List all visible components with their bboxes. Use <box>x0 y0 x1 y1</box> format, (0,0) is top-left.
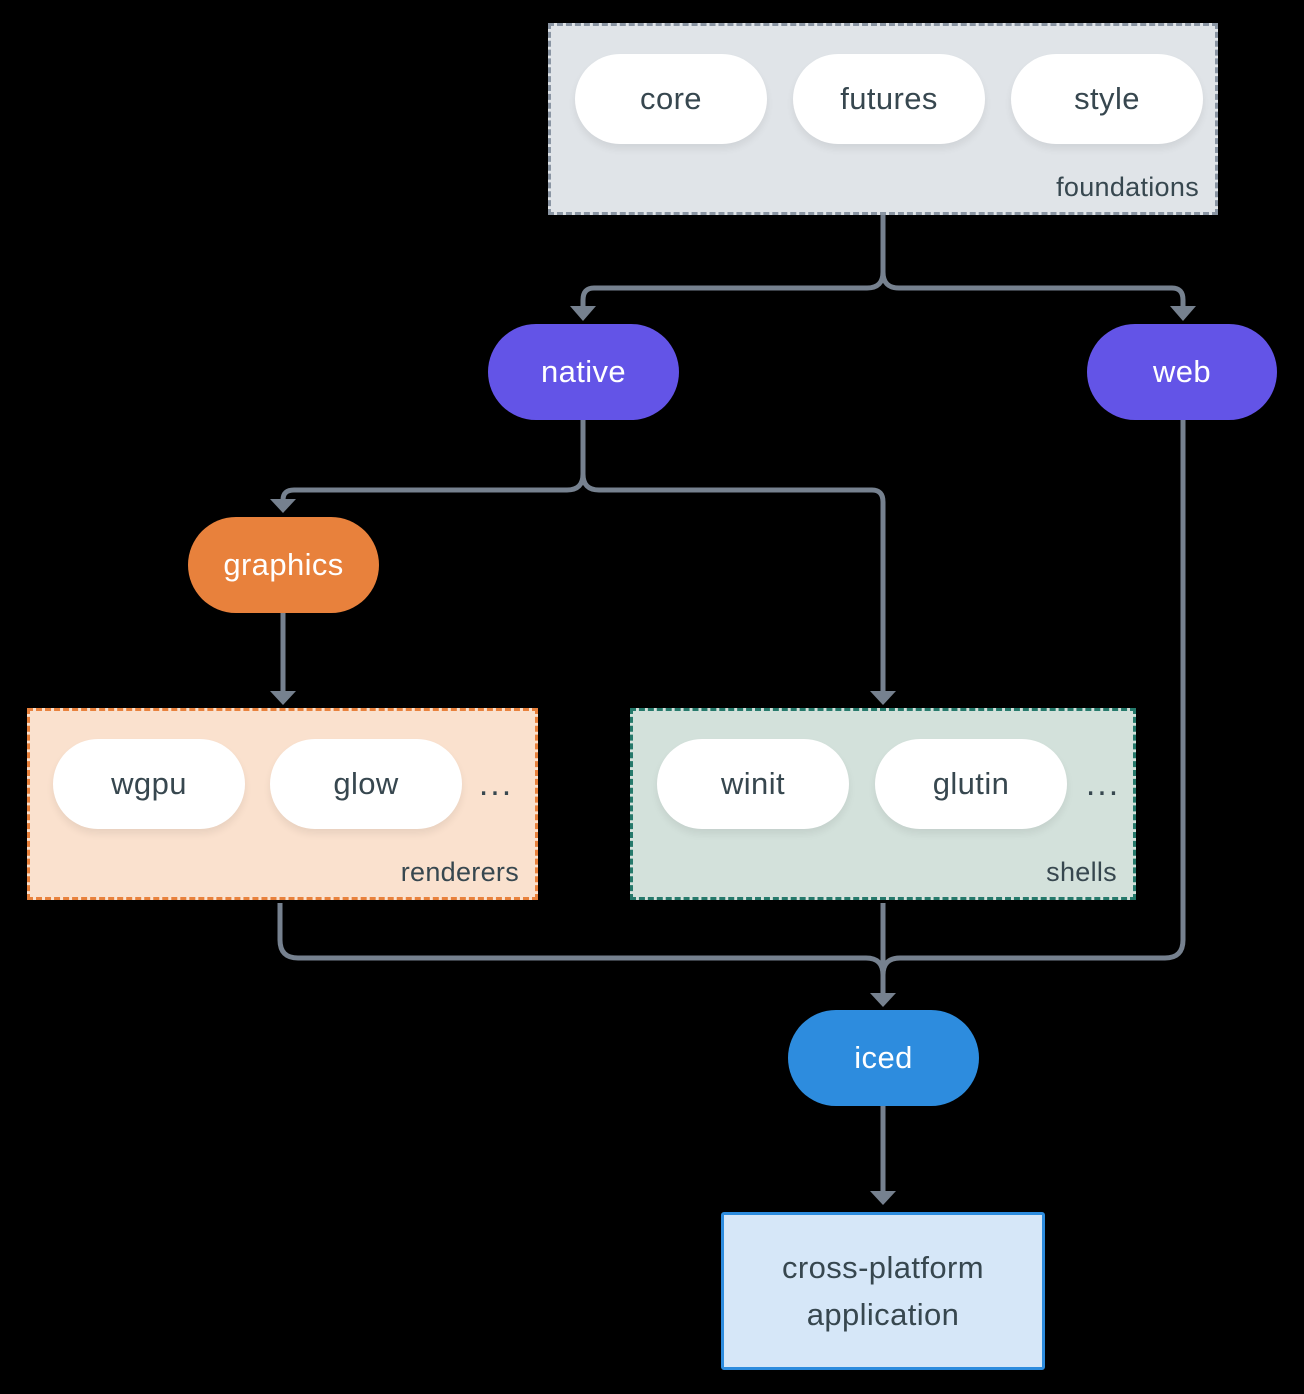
node-iced-label: iced <box>854 1040 913 1075</box>
node-glutin: glutin <box>875 739 1067 829</box>
node-winit-label: winit <box>720 766 785 801</box>
node-style: style <box>1011 54 1203 144</box>
group-shells-label: shells <box>1046 857 1117 887</box>
node-graphics: graphics <box>188 517 379 613</box>
node-wgpu-label: wgpu <box>111 766 187 801</box>
node-futures: futures <box>793 54 985 144</box>
node-wgpu: wgpu <box>53 739 245 829</box>
node-winit: winit <box>657 739 849 829</box>
node-core: core <box>575 54 767 144</box>
group-renderers-label: renderers <box>400 857 519 887</box>
node-futures-label: futures <box>840 81 938 116</box>
node-web: web <box>1087 324 1277 420</box>
renderers-ellipsis: ... <box>478 764 514 803</box>
group-foundations: core futures style foundations <box>548 23 1218 215</box>
node-graphics-label: graphics <box>223 547 344 582</box>
node-glow-label: glow <box>333 766 399 801</box>
node-web-label: web <box>1152 354 1212 389</box>
node-iced: iced <box>788 1010 979 1106</box>
node-cross-platform-application-label: cross-platform application <box>782 1250 984 1332</box>
group-shells: winit glutin ... shells <box>630 708 1136 900</box>
node-native-label: native <box>540 354 627 389</box>
node-cross-platform-application: cross-platform application <box>721 1212 1045 1370</box>
node-glow: glow <box>270 739 462 829</box>
group-foundations-label: foundations <box>1056 172 1199 202</box>
node-glutin-label: glutin <box>932 766 1010 801</box>
group-renderers: wgpu glow ... renderers <box>27 708 538 900</box>
node-style-label: style <box>1074 81 1140 116</box>
node-core-label: core <box>640 81 702 116</box>
shells-ellipsis: ... <box>1085 764 1121 803</box>
node-native: native <box>488 324 679 420</box>
